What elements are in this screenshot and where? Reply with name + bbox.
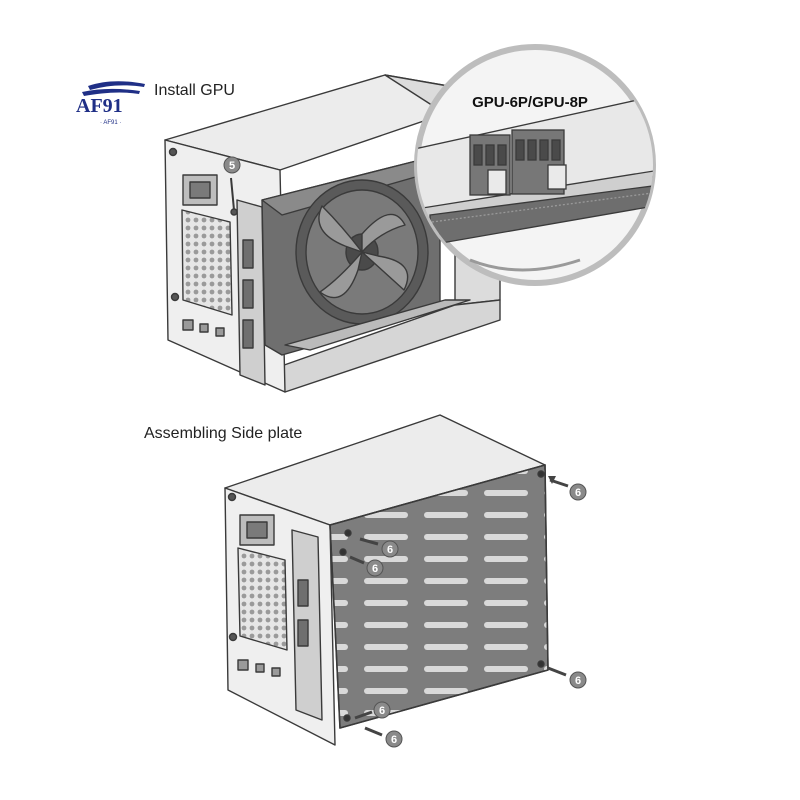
side-plate-screw-3 bbox=[537, 470, 545, 478]
gpu-port-2 bbox=[242, 279, 254, 309]
port-small-1 bbox=[199, 323, 209, 333]
side-plate-screw-1 bbox=[344, 529, 352, 537]
port-small-2 bbox=[215, 327, 225, 337]
connector-label: GPU-6P/GPU-8P bbox=[472, 94, 588, 111]
install-gpu-illustration bbox=[164, 74, 501, 393]
callout-6-right-top: 6 bbox=[548, 476, 587, 501]
gpu-port-1 bbox=[242, 239, 254, 269]
callout-6-text-2: 6 bbox=[387, 544, 393, 556]
callouts-step-6: 6 6 6 6 6 bbox=[349, 476, 587, 748]
usb-port bbox=[182, 319, 194, 331]
callout-6-left-2: 6 bbox=[349, 555, 384, 577]
callout-6-left-1: 6 bbox=[359, 537, 399, 558]
callout-6-text-3: 6 bbox=[372, 563, 378, 575]
case2-mesh-vent bbox=[237, 547, 288, 651]
case2-screw-top bbox=[227, 492, 237, 502]
logo-text: AF91 bbox=[76, 95, 123, 117]
heading-assembling-side-plate: Assembling Side plate bbox=[144, 425, 303, 442]
connector-magnifier: GPU-6P/GPU-8P bbox=[414, 44, 656, 286]
af91-logo: AF91 · AF91 · bbox=[70, 78, 150, 128]
gpu-fan bbox=[295, 179, 429, 325]
case2-usb-port bbox=[237, 659, 249, 671]
case2-gpu-port-1 bbox=[297, 579, 309, 607]
power-socket-inner bbox=[189, 181, 211, 199]
side-plate-screw-4 bbox=[537, 660, 545, 668]
logo-subtext: · AF91 · bbox=[100, 120, 121, 126]
case2-gpu-port-2 bbox=[297, 619, 309, 647]
side-plate-screw-2 bbox=[339, 548, 347, 556]
screw-top-left bbox=[168, 147, 178, 157]
callout-6-bottom-2: 6 bbox=[364, 726, 403, 748]
screwdriver bbox=[230, 177, 235, 211]
logo-graphic: AF91 · AF91 · bbox=[76, 81, 145, 126]
heading-install-gpu: Install GPU bbox=[154, 82, 235, 99]
callout-6-right-bottom: 6 bbox=[547, 666, 587, 689]
assemble-side-plate-illustration bbox=[224, 414, 549, 746]
case2-port-2 bbox=[271, 667, 281, 677]
side-plate-screw-5 bbox=[343, 714, 351, 722]
pcie-slot bbox=[284, 299, 471, 351]
screw-bottom-left bbox=[170, 292, 180, 302]
case2-port-1 bbox=[255, 663, 265, 673]
psu-mesh-vent bbox=[181, 209, 233, 316]
callout-step-5: 5 bbox=[223, 156, 241, 174]
callout-5-text: 5 bbox=[229, 160, 235, 172]
case2-power-socket-inner bbox=[246, 521, 268, 539]
logo-swoosh-top bbox=[88, 81, 145, 90]
callout-6-text-6: 6 bbox=[391, 734, 397, 746]
callout-6-text-5: 6 bbox=[379, 705, 385, 717]
logo-swoosh-bottom bbox=[82, 88, 140, 96]
case2-screw-bottom bbox=[228, 632, 238, 642]
gpu-port-3 bbox=[242, 319, 254, 349]
callout-6-text-1: 6 bbox=[575, 487, 581, 499]
callout-6-bottom-1: 6 bbox=[354, 701, 391, 720]
gpu-screw bbox=[230, 208, 238, 216]
callout-6-text-4: 6 bbox=[575, 675, 581, 687]
